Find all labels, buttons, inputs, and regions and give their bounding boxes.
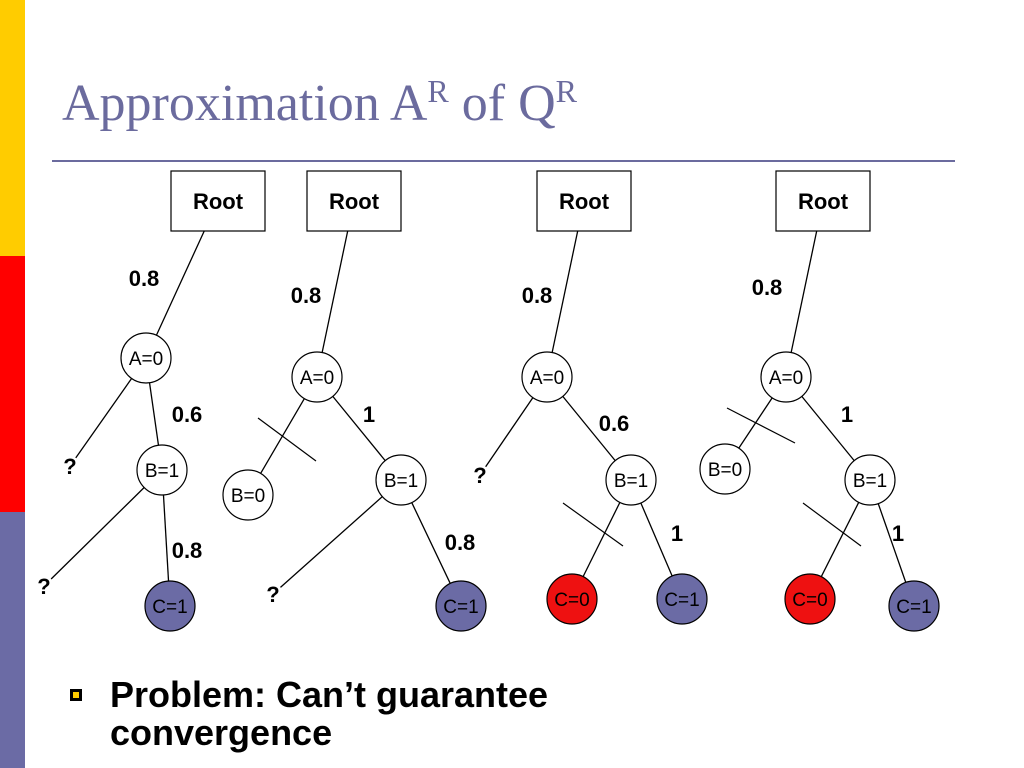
tree-4-node-a0-circle (760, 351, 812, 403)
tree-3-node-a0-circle (521, 351, 573, 403)
tree-2-edge-b1-c1 (411, 502, 451, 584)
tree-4-node-b1-label: B=1 (853, 471, 887, 492)
tree-1-edge-b1-c1 (162, 494, 170, 582)
tree-3-node-c1-label: C=1 (664, 590, 699, 611)
slide-title: Approximation AR of QR (62, 75, 577, 132)
tree-3-pruned-branch-mark-1 (562, 502, 624, 547)
tree-4-node-root-box (775, 170, 871, 232)
tree-1-node-c1-circle (144, 580, 196, 632)
tree-3-node-c0-circle (546, 573, 598, 625)
tree-2-node-root-label: Root (329, 189, 380, 214)
tree-2-node-a0-label: A=0 (300, 368, 334, 389)
tree-3-node-b1-circle (605, 454, 657, 506)
square-bullet-icon (70, 689, 82, 701)
tree-1-node-root-box (170, 170, 266, 232)
tree-4-edge-probability-2: 1 (841, 402, 853, 427)
tree-3-node-a0-label: A=0 (530, 368, 564, 389)
tree-2-node-root-box (306, 170, 402, 232)
tree-2-node-a0-circle (291, 351, 343, 403)
tree-3-edge-probability-2: 0.6 (599, 411, 630, 436)
tree-3-edge-probability-1: 0.8 (522, 283, 553, 308)
tree-1-node-a0-label: A=0 (129, 349, 163, 370)
tree-3-edge-probability-3: 1 (671, 521, 683, 546)
tree-4-edge-b1-c1 (877, 503, 907, 583)
sidebar-color-bar (0, 0, 25, 768)
tree-1-node-root-label: Root (193, 189, 244, 214)
title-superscript-r: R (427, 73, 449, 109)
sidebar-band-blue (0, 512, 25, 768)
tree-2-edge-b1-q1 (280, 496, 383, 588)
tree-1-node-b1-label: B=1 (145, 461, 179, 482)
tree-3-edge-root-a0 (551, 230, 579, 353)
title-middle: of Q (448, 75, 556, 132)
tree-4-edge-a0-b1 (801, 395, 855, 462)
tree-4-node-b0-circle (699, 443, 751, 495)
tree-1-node-a0-circle (120, 332, 172, 384)
tree-4-edge-b1-c0 (820, 502, 860, 577)
tree-1-node-c1-label: C=1 (152, 597, 187, 618)
tree-4-edge-probability-3: 1 (892, 521, 904, 546)
tree-3-node-c0-label: C=0 (554, 590, 589, 611)
tree-1-node-b1-circle (136, 444, 188, 496)
tree-2-node-b0-circle (222, 469, 274, 521)
tree-3-edge-a0-b1 (562, 395, 616, 462)
tree-1-node-q1-unknown-label: ? (63, 454, 76, 479)
tree-4-node-c1-label: C=1 (896, 597, 931, 618)
tree-4-node-b0-label: B=0 (708, 460, 742, 481)
tree-1-edge-probability-1: 0.8 (129, 266, 160, 291)
title-underline (52, 160, 955, 162)
tree-2-edge-probability-2: 1 (363, 402, 375, 427)
tree-3-node-c1-circle (656, 573, 708, 625)
tree-3-node-root-label: Root (559, 189, 610, 214)
tree-3-edge-b1-c0 (582, 502, 621, 577)
tree-4-node-b1-circle (844, 454, 896, 506)
tree-4-node-c1-circle (888, 580, 940, 632)
tree-2-node-q1-unknown-label: ? (266, 582, 279, 607)
tree-4-edge-probability-1: 0.8 (752, 275, 783, 300)
tree-4-node-root-label: Root (798, 189, 849, 214)
sidebar-band-yellow (0, 0, 25, 256)
tree-3-node-root-box (536, 170, 632, 232)
tree-4-pruned-branch-mark-1 (726, 407, 796, 444)
tree-4-pruned-branch-mark-2 (802, 502, 862, 547)
tree-4-edge-root-a0 (790, 230, 818, 353)
tree-2-node-c1-label: C=1 (443, 597, 478, 618)
tree-2-edge-a0-b1 (332, 395, 386, 462)
title-superscript-r-2: R (555, 73, 577, 109)
tree-1-node-q2-unknown-label: ? (37, 574, 50, 599)
title-main: Approximation A (62, 75, 428, 132)
tree-3-node-q1-unknown-label: ? (473, 463, 486, 488)
tree-1-edge-probability-3: 0.8 (172, 538, 203, 563)
tree-2-pruned-branch-mark-1 (257, 417, 317, 462)
tree-2-node-c1-circle (435, 580, 487, 632)
tree-3-node-b1-label: B=1 (614, 471, 648, 492)
tree-2-node-b0-label: B=0 (231, 486, 265, 507)
tree-2-node-b1-circle (375, 454, 427, 506)
tree-1-edge-a0-b1 (148, 382, 160, 446)
tree-4-node-c0-label: C=0 (792, 590, 827, 611)
tree-1-edge-a0-q1 (75, 378, 133, 459)
tree-1-edge-root-a0 (155, 230, 205, 336)
tree-2-edge-probability-1: 0.8 (291, 283, 322, 308)
tree-2-node-b1-label: B=1 (384, 471, 418, 492)
tree-3-edge-b1-c1 (640, 502, 673, 577)
sidebar-band-red (0, 256, 25, 512)
tree-2-edge-probability-3: 0.8 (445, 530, 476, 555)
tree-1-edge-b1-q2 (50, 487, 145, 580)
tree-3-edge-a0-q1 (485, 397, 534, 468)
tree-2-edge-root-a0 (321, 230, 349, 353)
bullet-text: Problem: Can’t guarantee convergence (110, 674, 549, 753)
tree-1-edge-probability-2: 0.6 (172, 402, 203, 427)
tree-4-node-a0-label: A=0 (769, 368, 803, 389)
tree-4-node-c0-circle (784, 573, 836, 625)
